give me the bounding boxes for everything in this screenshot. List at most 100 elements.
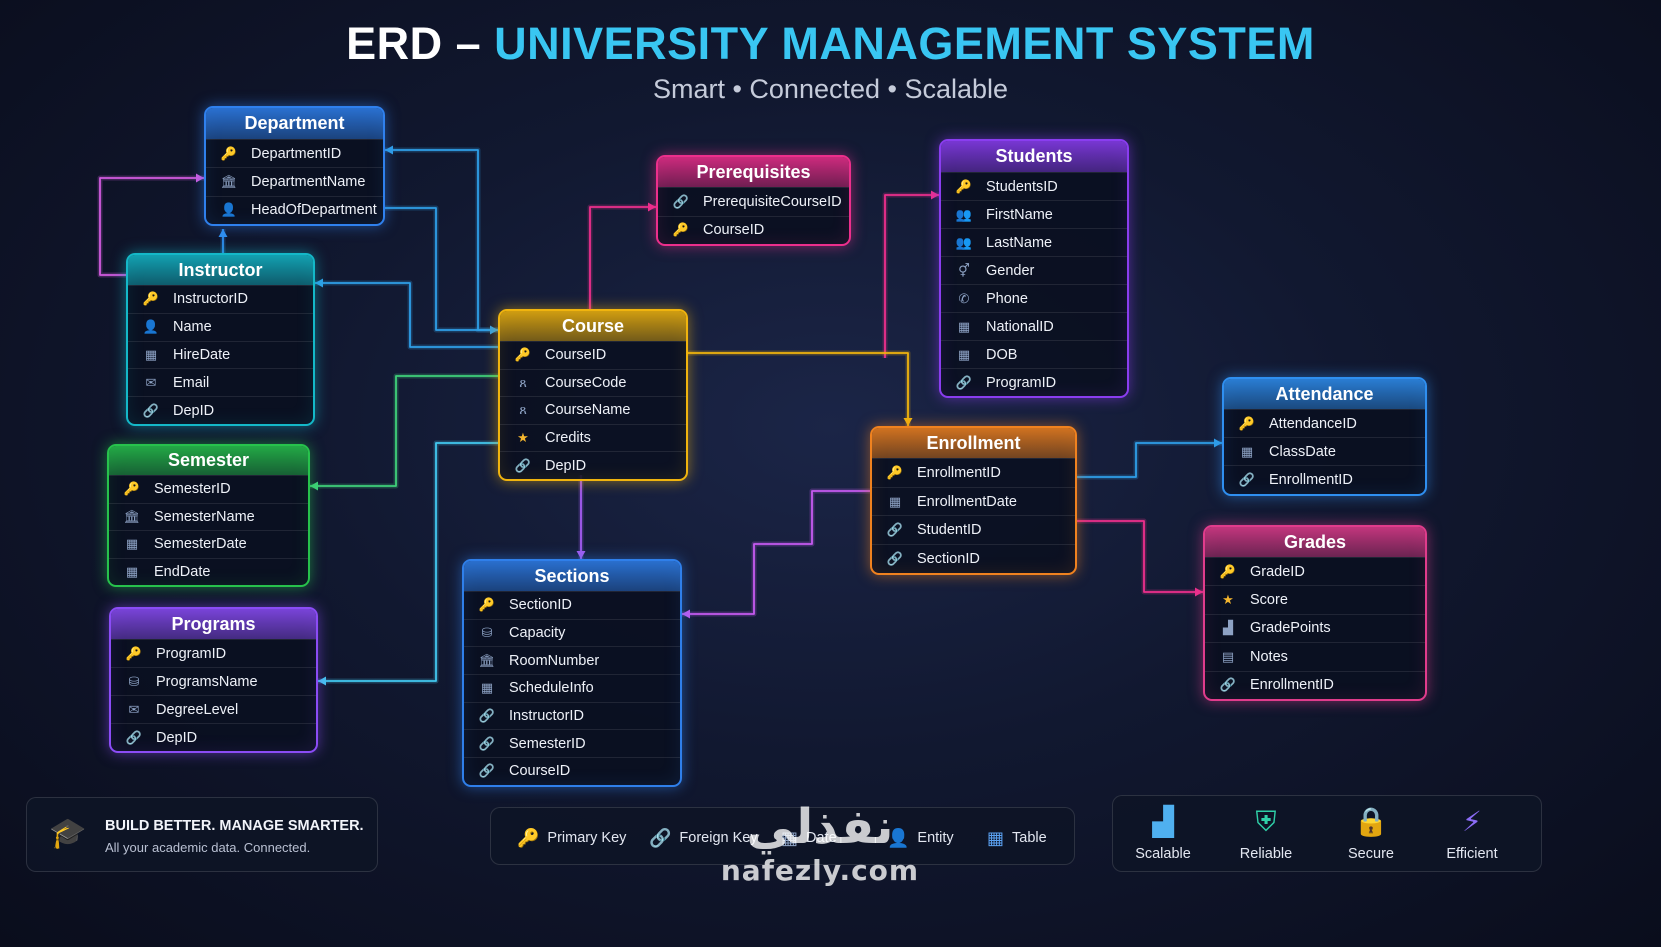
prerequisites-field-label: CourseID [703, 222, 765, 239]
programs-field-row[interactable]: ⛁ProgramsName [111, 667, 316, 695]
semester-field-row[interactable]: ▦EndDate [109, 557, 308, 586]
key-icon: 🔑 [123, 481, 141, 497]
feature-efficient: ⚡Efficient [1422, 804, 1522, 862]
relationship-glow [315, 280, 498, 350]
bar-chart-icon: ▟ [1152, 806, 1174, 837]
prerequisites-field-row[interactable]: 🔗PrerequisiteCourseID [658, 187, 849, 216]
instructor-field-row[interactable]: ▦HireDate [128, 340, 313, 369]
attendance-field-row[interactable]: 🔗EnrollmentID [1224, 465, 1425, 493]
person-icon: ጸ [519, 402, 527, 418]
relationship-line [688, 352, 909, 426]
sections-field-row[interactable]: ⛁Capacity [464, 618, 680, 647]
instructor-field-row[interactable]: ✉Email [128, 368, 313, 396]
department-field-row[interactable]: 🏛DepartmentName [206, 167, 383, 195]
students-field-row[interactable]: 👥FirstName [941, 200, 1127, 228]
enrollment-table-header: Enrollment [872, 428, 1075, 458]
calendar-icon: ▦ [1240, 443, 1254, 459]
table-icon: ▦ [987, 827, 1005, 848]
students-field-label: LastName [986, 234, 1053, 251]
users-icon: 👥 [955, 206, 973, 222]
building-icon: 🏛 [220, 173, 238, 189]
relationship-glow [1077, 518, 1203, 595]
instructor-field-row[interactable]: 🔑InstructorID [128, 285, 313, 313]
course-field-row[interactable]: ★Credits [500, 423, 686, 452]
programs-field-label: DegreeLevel [156, 701, 239, 718]
link-icon: 🔗 [649, 827, 672, 848]
enrollment-field-row[interactable]: ▦EnrollmentDate [872, 486, 1075, 516]
legend-label: Entity [917, 830, 954, 846]
programs-table[interactable]: Programs🔑ProgramID⛁ProgramsName✉DegreeLe… [109, 607, 318, 754]
grades-field-row[interactable]: ★Score [1205, 585, 1425, 613]
grades-field-label: Score [1250, 592, 1288, 609]
programs-field-row[interactable]: 🔑ProgramID [111, 639, 316, 667]
department-field-row[interactable]: 👤HeadOfDepartment [206, 195, 383, 224]
students-field-row[interactable]: 🔑StudentsID [941, 172, 1127, 200]
prerequisites-table-header: Prerequisites [658, 157, 849, 187]
semester-field-row[interactable]: 🏛SemesterName [109, 502, 308, 531]
enrollment-field-row[interactable]: 🔗SectionID [872, 544, 1075, 573]
semester-field-row[interactable]: ▦SemesterDate [109, 530, 308, 558]
attendance-field-row[interactable]: 🔑AttendanceID [1224, 409, 1425, 437]
department-field-row[interactable]: 🔑DepartmentID [206, 139, 383, 167]
students-field-row[interactable]: ▦DOB [941, 340, 1127, 368]
students-field-row[interactable]: ✆Phone [941, 284, 1127, 312]
semester-field-label: SemesterName [154, 508, 255, 525]
course-field-label: DepID [545, 457, 587, 474]
page-subtitle: Smart • Connected • Scalable [652, 74, 1009, 104]
students-field-row[interactable]: 🔗ProgramID [941, 368, 1127, 396]
link-icon: 🔗 [478, 763, 496, 779]
programs-field-label: ProgramID [156, 645, 227, 662]
enrollment-field-row[interactable]: 🔑EnrollmentID [872, 458, 1075, 487]
programs-field-row[interactable]: ✉DegreeLevel [111, 695, 316, 723]
prerequisites-table[interactable]: Prerequisites🔗PrerequisiteCourseID🔑Cours… [656, 155, 851, 246]
students-field-row[interactable]: ⚥Gender [941, 256, 1127, 284]
instructor-field-row[interactable]: 🔗DepID [128, 396, 313, 424]
grades-field-row[interactable]: ▟GradePoints [1205, 613, 1425, 642]
students-field-row[interactable]: 👥LastName [941, 228, 1127, 256]
attendance-table[interactable]: Attendance🔑AttendanceID▦ClassDate🔗Enroll… [1222, 377, 1427, 496]
students-field-label: Gender [986, 262, 1035, 279]
sections-table[interactable]: Sections🔑SectionID⛁Capacity🏛RoomNumber▦S… [462, 559, 682, 787]
relationship-arrowhead [310, 481, 318, 491]
calendar-icon: ▦ [888, 493, 902, 509]
sections-field-row[interactable]: 🔗InstructorID [464, 701, 680, 730]
relationship-line [385, 207, 498, 331]
sections-field-row[interactable]: 🔗CourseID [464, 757, 680, 785]
relationship-arrowhead [1214, 438, 1222, 448]
prerequisites-field-row[interactable]: 🔑CourseID [658, 215, 849, 245]
course-field-row[interactable]: 🔗DepID [500, 451, 686, 479]
key-icon: 🔑 [1219, 563, 1237, 579]
department-table[interactable]: Department🔑DepartmentID🏛DepartmentName👤H… [204, 106, 385, 226]
instructor-field-row[interactable]: 👤Name [128, 312, 313, 341]
course-field-row[interactable]: 🔑CourseID [500, 341, 686, 369]
attendance-field-row[interactable]: ▦ ClassDate [1224, 437, 1425, 465]
students-field-row[interactable]: ▦NationalID [941, 312, 1127, 340]
sections-field-row[interactable]: 🔑SectionID [464, 591, 680, 619]
link-icon: 🔗 [886, 550, 904, 566]
sections-field-row[interactable]: 🔗SemesterID [464, 729, 680, 757]
attendance-field-label: ClassDate [1269, 443, 1336, 460]
enrollment-field-row[interactable]: 🔗StudentID [872, 515, 1075, 544]
relationship-arrowhead [576, 551, 586, 559]
enrollment-table[interactable]: Enrollment🔑EnrollmentID▦EnrollmentDate🔗S… [870, 426, 1077, 575]
relationship-line [315, 282, 498, 348]
relationship-arrowhead [490, 325, 498, 335]
students-table[interactable]: Students🔑StudentsID👥FirstName👥LastName⚥G… [939, 139, 1129, 398]
instructor-field-label: DepID [173, 402, 215, 419]
grades-field-row[interactable]: 🔗EnrollmentID [1205, 670, 1425, 699]
key-icon: 🔑 [1238, 415, 1256, 431]
programs-field-row[interactable]: 🔗DepID [111, 723, 316, 751]
grades-field-row[interactable]: ▤Notes [1205, 642, 1425, 670]
sections-field-row[interactable]: 🏛RoomNumber [464, 646, 680, 674]
relationship-glow [587, 204, 656, 309]
grades-field-row[interactable]: 🔑GradeID [1205, 557, 1425, 585]
semester-table[interactable]: Semester🔑SemesterID🏛SemesterName▦Semeste… [107, 444, 310, 588]
instructor-table[interactable]: Instructor🔑InstructorID👤Name▦HireDate✉Em… [126, 253, 315, 426]
semester-field-row[interactable]: 🔑SemesterID [109, 475, 308, 503]
grades-table[interactable]: Grades🔑GradeID★Score▟GradePoints▤Notes🔗E… [1203, 525, 1427, 701]
key-icon: 🔑 [478, 597, 496, 613]
sections-field-row[interactable]: ▦ScheduleInfo [464, 674, 680, 702]
